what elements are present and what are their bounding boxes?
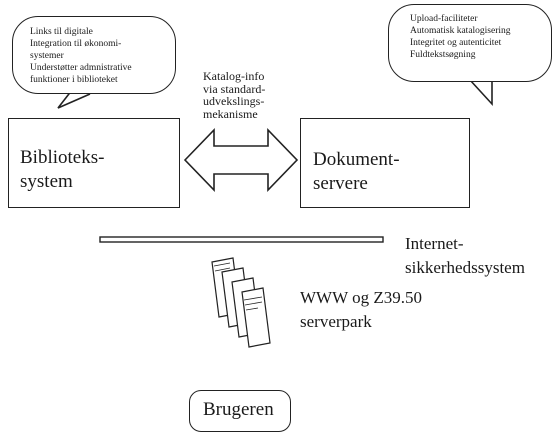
library-system-title: Biblioteks- system xyxy=(20,146,104,194)
user-box xyxy=(189,390,291,432)
internet-security-label: Internet- sikkerhedssystem xyxy=(405,232,525,280)
left-bubble-tail xyxy=(57,89,91,109)
library-system-box xyxy=(8,118,180,208)
server-park-label: WWW og Z39.50 serverpark xyxy=(300,286,422,334)
server-park-line: WWW og Z39.50 xyxy=(300,288,422,307)
left-feature-line: funktioner i biblioteket xyxy=(30,75,118,85)
document-servers-line: servere xyxy=(313,173,368,194)
document-servers-title: Dokument- servere xyxy=(313,148,400,196)
document-servers-box xyxy=(300,118,470,208)
catalog-exchange-line: mekanisme xyxy=(203,106,258,121)
left-feature-bubble xyxy=(12,16,176,94)
left-feature-line: systemer xyxy=(30,51,64,61)
right-feature-list: Upload-faciliteter Automatisk katalogise… xyxy=(410,13,511,61)
left-feature-line: Integration til økonomi- xyxy=(30,39,122,49)
server-park-line: serverpark xyxy=(300,312,372,331)
exchange-arrow xyxy=(183,128,299,192)
left-feature-line: Understøtter admnistrative xyxy=(30,63,132,73)
right-bubble-tail xyxy=(469,79,493,107)
catalog-exchange-line: Katalog-info xyxy=(203,69,265,83)
catalog-exchange-line: udvekslings- xyxy=(203,94,265,108)
right-feature-line: Upload-faciliteter xyxy=(410,14,478,24)
catalog-exchange-label: Katalog-info via standard- udvekslings- … xyxy=(203,70,265,120)
library-system-line: Biblioteks- xyxy=(20,147,105,168)
catalog-exchange-line: via standard- xyxy=(203,81,266,96)
document-servers-line: Dokument- xyxy=(313,149,400,170)
user-label: Brugeren xyxy=(203,399,274,420)
internet-bar xyxy=(99,236,384,243)
left-feature-list: Links til digitale Integration til økono… xyxy=(30,26,132,86)
right-feature-bubble xyxy=(388,4,552,82)
internet-security-line: Internet- xyxy=(405,234,464,253)
right-feature-line: Integritet og autenticitet xyxy=(410,38,502,48)
left-feature-line: Links til digitale xyxy=(30,27,93,37)
internet-security-line: sikkerhedssystem xyxy=(405,258,525,277)
right-feature-line: Fuldtekstsøgning xyxy=(410,50,476,60)
right-feature-line: Automatisk katalogisering xyxy=(410,26,511,36)
library-system-line: system xyxy=(20,171,73,192)
server-stack-icon xyxy=(211,257,271,348)
